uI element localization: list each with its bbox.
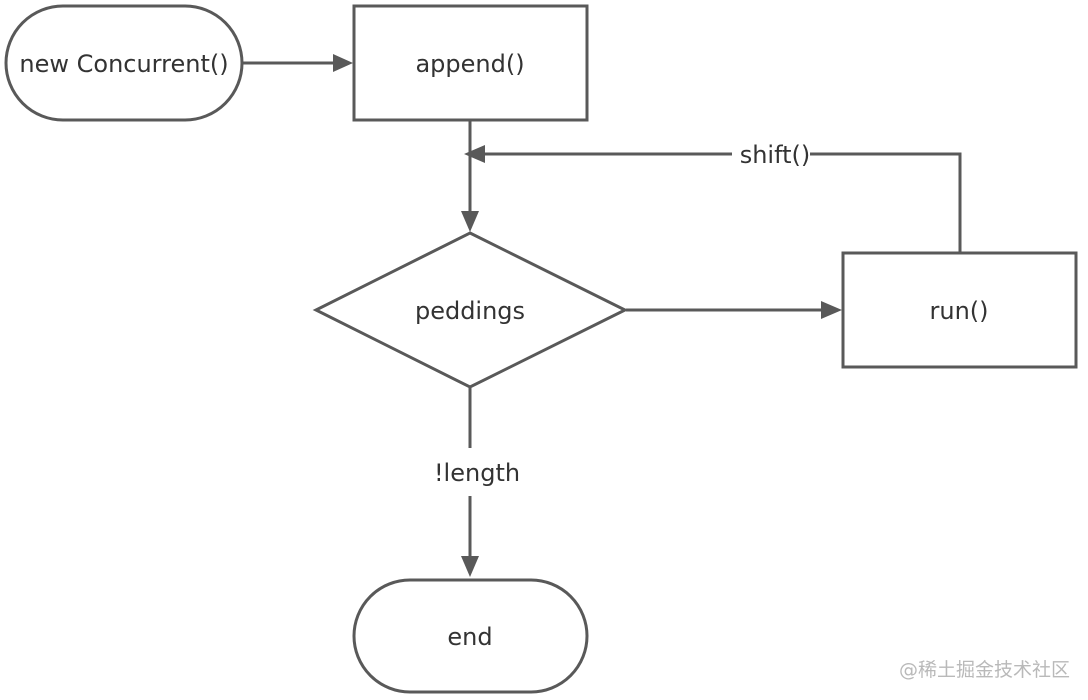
node-start: new Concurrent() bbox=[4, 4, 244, 122]
node-decision-label: peddings bbox=[415, 297, 525, 325]
edge-label-length: !length bbox=[434, 459, 520, 487]
node-run: run() bbox=[841, 251, 1078, 369]
edge-label-shift: shift() bbox=[740, 141, 811, 169]
edge-run-loop-shift: shift() bbox=[464, 141, 962, 252]
node-end-label: end bbox=[447, 623, 492, 651]
node-append-label: append() bbox=[415, 50, 524, 78]
watermark-text: @稀土掘金技术社区 bbox=[899, 659, 1070, 681]
node-start-label: new Concurrent() bbox=[19, 50, 228, 78]
edge-start-to-append bbox=[243, 54, 353, 72]
edge-decision-to-run bbox=[626, 301, 842, 319]
edge-decision-to-end: !length bbox=[434, 388, 520, 577]
node-run-label: run() bbox=[929, 297, 988, 325]
node-decision: peddings bbox=[312, 231, 629, 389]
edge-append-to-decision bbox=[461, 121, 479, 232]
node-append: append() bbox=[352, 4, 589, 122]
node-end: end bbox=[352, 578, 589, 694]
